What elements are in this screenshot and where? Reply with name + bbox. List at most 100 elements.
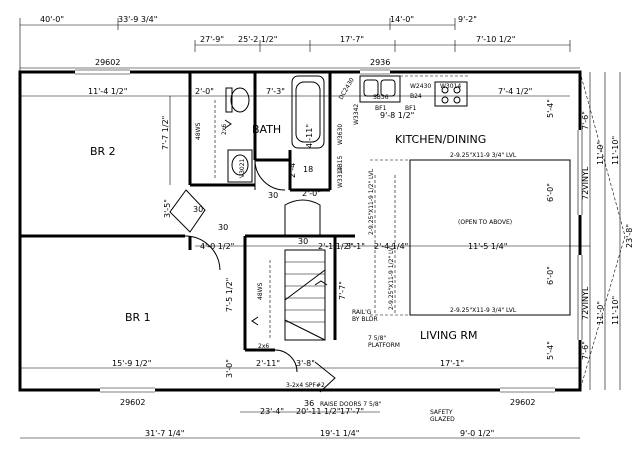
vinyl-window-bottom: 72VINYL: [581, 286, 590, 320]
dim-25-2: 25'-2 1/2": [238, 35, 277, 44]
door-30-stair: 30: [298, 237, 308, 246]
dim-7-7-half: 7'-7 1/2": [161, 116, 170, 150]
vanity-label: V3021: [239, 158, 246, 178]
dim-19-1: 19'-1 1/4": [320, 429, 359, 438]
dim-31-7: 31'-7 1/4": [145, 429, 184, 438]
dim-3-1: 3'-1": [346, 242, 365, 251]
sink-label: SB36: [373, 94, 389, 101]
wall-w2430: W2430: [410, 83, 431, 90]
railing-note: RAIL'G: [352, 309, 372, 316]
header-2x6-bottom: 2x6: [258, 343, 269, 350]
base-db15: DB15: [337, 155, 344, 172]
dim-23-4: 23'-4": [260, 407, 284, 416]
dim-11-4: 11'-4 1/2": [88, 87, 127, 96]
closet-br2: 48WS 2x6 30 30: [169, 100, 228, 233]
dim-right-11-10-bottom: 11'-10": [611, 296, 620, 325]
spf-note: 3-2x4 SPF#2: [286, 382, 325, 389]
wall-w3630: W3630: [337, 124, 344, 145]
right-dimensions: 7'-6" 11'-0" 11'-10" 23'-8" 11'-0" 11'-1…: [579, 71, 634, 391]
dim-17-7-bottom: 17'-7": [340, 407, 364, 416]
bath-fixtures: V3021 30 18: [225, 75, 325, 200]
filler-bf1-b: BF1: [405, 105, 417, 112]
dim-right-7-6-bottom: 7'-6": [581, 341, 590, 360]
window-bottom-right: 29602: [510, 398, 535, 407]
interior-dimensions: 11'-4 1/2" 2'-0" 7'-3" 7'-4 1/2" 7'-7 1/…: [20, 87, 590, 378]
header-2x6-top: 2x6: [221, 124, 228, 135]
door-30-hall: 30: [218, 223, 228, 232]
door-18: 18: [303, 165, 313, 174]
dim-7-10: 7'-10 1/2": [476, 35, 515, 44]
dim-2-0-mid: 2'-0": [302, 189, 321, 198]
dim-7-7: 7'-7": [338, 281, 347, 300]
dim-5-4-top: 5'-4": [546, 99, 555, 118]
lvl-left-a: 2-9.25"X11-9 1/2" LVL: [368, 168, 375, 235]
raise-doors-note: RAISE DOORS 7 5/8": [320, 401, 382, 408]
corner-dc2430: DC2430: [338, 76, 356, 101]
dim-right-11-10-top: 11'-10": [611, 136, 620, 165]
exterior-walls: [18, 69, 583, 393]
room-bath: BATH: [252, 123, 281, 136]
platform-label: PLATFORM: [368, 342, 400, 349]
ws-br2: 48WS: [195, 122, 202, 140]
wall-w3314: W3314: [337, 167, 344, 188]
closet-br1: 48WS 2x6 3-2x4 SPF#2: [257, 260, 325, 389]
dim-right-7-6-top: 7'-6": [581, 111, 590, 130]
window-bottom-left: 29602: [120, 398, 145, 407]
railing-by-builder: BY BLDR: [352, 316, 378, 323]
wall-w3342: W3342: [353, 104, 360, 125]
vinyl-window-top: 72VINYL: [581, 166, 590, 200]
dim-5-4-bottom: 5'-4": [546, 341, 555, 360]
glazed-note: GLAZED: [430, 416, 455, 423]
lvl-left-b: 2-9.25"X11-9 1/2" LVL: [388, 243, 395, 310]
room-living: LIVING RM: [420, 329, 478, 342]
dim-9-2: 9'-2": [458, 15, 477, 24]
dim-7-4: 7'-4 1/2": [498, 87, 532, 96]
interior-walls: [20, 72, 355, 352]
dim-6-0-a: 6'-0": [546, 183, 555, 202]
dim-2-4-q: 2'-4 1/4": [374, 242, 408, 251]
dim-2-1: 2'-1 1/2": [318, 242, 352, 251]
filler-bf1-a: BF1: [375, 105, 387, 112]
dim-20-11: 20'-11 1/2": [296, 407, 341, 416]
bottom-dimensions: 29602 29602 36 RAISE DOORS 7 5/8" SAFETY…: [20, 398, 580, 439]
dim-17-7: 17'-7": [340, 35, 364, 44]
dim-2-0-top: 2'-0": [195, 87, 214, 96]
open-to-above-label: (OPEN TO ABOVE): [458, 219, 512, 226]
dim-2-11: 2'-11": [256, 359, 280, 368]
door-30-bath: 30: [268, 191, 278, 200]
room-br2: BR 2: [90, 145, 116, 158]
dim-3-5: 3'-5": [163, 199, 172, 218]
dim-17-1: 17'-1": [440, 359, 464, 368]
dim-right-11-0-top: 11'-0": [596, 141, 605, 165]
lvl-top: 2-9.25"X11-9 3/4" LVL: [450, 152, 517, 159]
wall-w3014: W3014: [440, 83, 461, 90]
dim-11-5: 11'-5 1/4": [468, 242, 507, 251]
door-36: 36: [304, 399, 314, 408]
dim-3-0: 3'-0": [225, 359, 234, 378]
window-top-mid: 2936: [370, 58, 390, 67]
dim-3-8: 3'-8": [296, 359, 315, 368]
dim-15-9: 15'-9 1/2": [112, 359, 151, 368]
room-kitchen-dining: KITCHEN/DINING: [395, 133, 486, 146]
room-br1: BR 1: [125, 311, 151, 324]
platform-height: 7 5/8": [368, 335, 386, 342]
open-to-above-area: 2-9.25"X11-9 3/4" LVL 2-9.25"X11-9 3/4" …: [368, 152, 571, 316]
safety-note: SAFETY: [430, 409, 453, 416]
dim-27-9: 27'-9": [200, 35, 224, 44]
dim-40-0: 40'-0": [40, 15, 64, 24]
dim-2-4: 2'-4": [288, 159, 297, 178]
door-swings: [184, 119, 328, 326]
dim-4-11: 4'-11": [305, 124, 314, 148]
dim-9-0: 9'-0 1/2": [460, 429, 494, 438]
top-dimensions: 40'-0" 33'-9 3/4" 14'-0" 9'-2" 27'-9" 25…: [19, 15, 580, 72]
door-30-br2: 30: [193, 205, 203, 214]
base-b24: B24: [410, 93, 422, 100]
dim-right-23-8: 23'-8": [625, 224, 634, 248]
dim-33-9: 33'-9 3/4": [118, 15, 157, 24]
dim-right-11-0-bottom: 11'-0": [596, 301, 605, 325]
lvl-bottom: 2-9.25"X11-9 3/4" LVL: [450, 307, 517, 314]
dim-14-0: 14'-0": [390, 15, 414, 24]
ws-br1: 48WS: [257, 282, 264, 300]
dim-6-0-b: 6'-0": [546, 266, 555, 285]
